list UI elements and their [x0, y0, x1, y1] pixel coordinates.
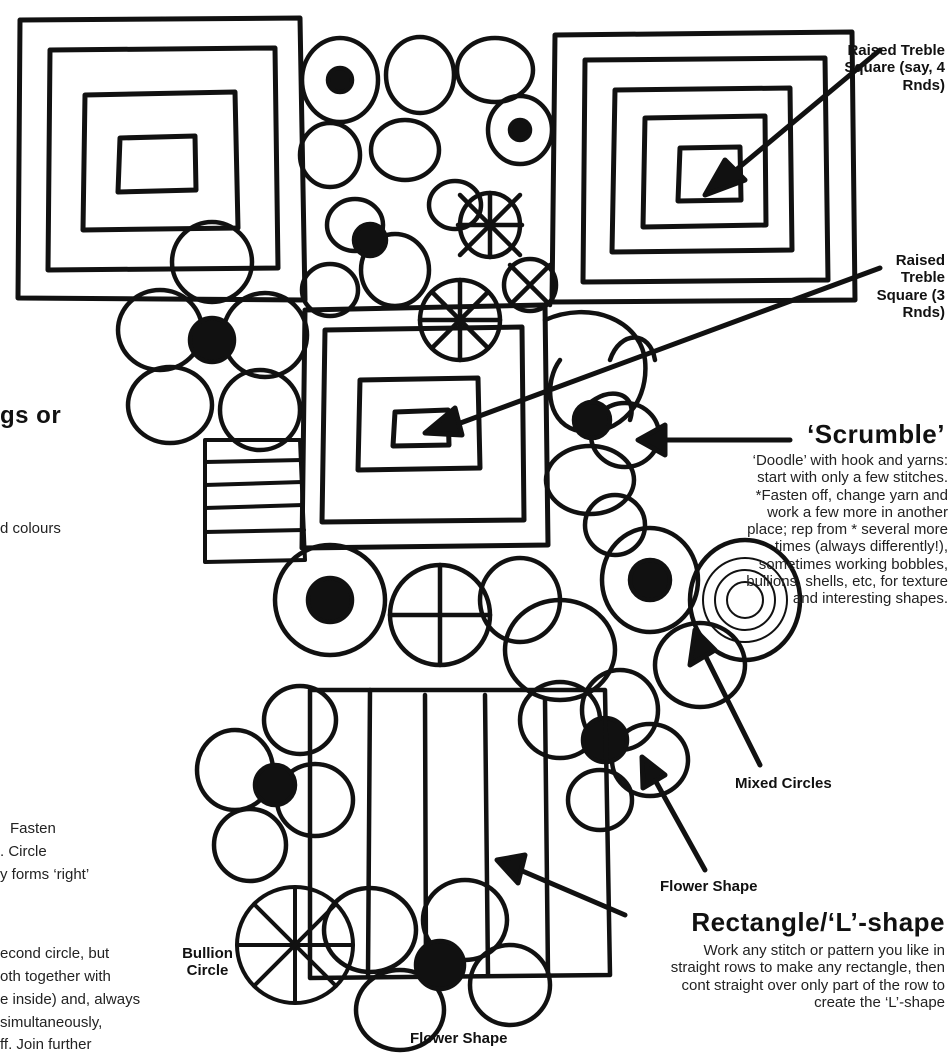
left-heading-fragment: gs or [0, 402, 140, 430]
scrumble-description: ‘Doodle’ with hook and yarns: start with… [740, 452, 948, 607]
left-line-3: . Circle [0, 843, 150, 860]
raised-treble-square-top-right [552, 32, 855, 302]
left-line-5: econd circle, but [0, 945, 190, 962]
left-line-6: oth together with [0, 968, 200, 985]
scrumble-title: ‘Scrumble’ [760, 420, 945, 450]
mixed-circles-middle [275, 528, 800, 750]
left-line-4: y forms ‘right’ [0, 866, 200, 883]
flower-shape-right-label: Flower Shape [660, 878, 840, 895]
left-line-7: e inside) and, always [0, 991, 200, 1008]
flower-shape-bullion [197, 686, 353, 881]
raised-treble-square-top-left [18, 18, 305, 300]
rectangle-description: Work any stitch or pattern you like in s… [660, 942, 945, 1011]
arrow-flower-shape-right [642, 757, 705, 870]
raised-treble-3-label: Raised Treble Square (3 Rnds) [850, 252, 945, 321]
rectangle-l-shape [310, 690, 610, 978]
flower-shape-bottom [324, 880, 550, 1050]
striped-rectangle-left [205, 440, 305, 562]
raised-treble-4-label: Raised Treble Square (say, 4 Rnds) [830, 42, 945, 94]
left-line-8: simultaneously, [0, 1014, 200, 1031]
left-line-1: d colours [0, 520, 170, 537]
left-line-9: ff. Join further [0, 1036, 200, 1053]
arrow-mixed-circles [690, 630, 760, 765]
arrow-raised-treble-3 [425, 268, 880, 435]
arrow-rectangle [497, 855, 625, 915]
mixed-circles-label: Mixed Circles [735, 775, 915, 792]
scrumble-shape [545, 312, 659, 555]
left-line-2: Fasten [10, 820, 160, 837]
rectangle-title: Rectangle/‘L’-shape [600, 908, 945, 938]
flower-shape-bottom-label: Flower Shape [410, 1030, 550, 1047]
